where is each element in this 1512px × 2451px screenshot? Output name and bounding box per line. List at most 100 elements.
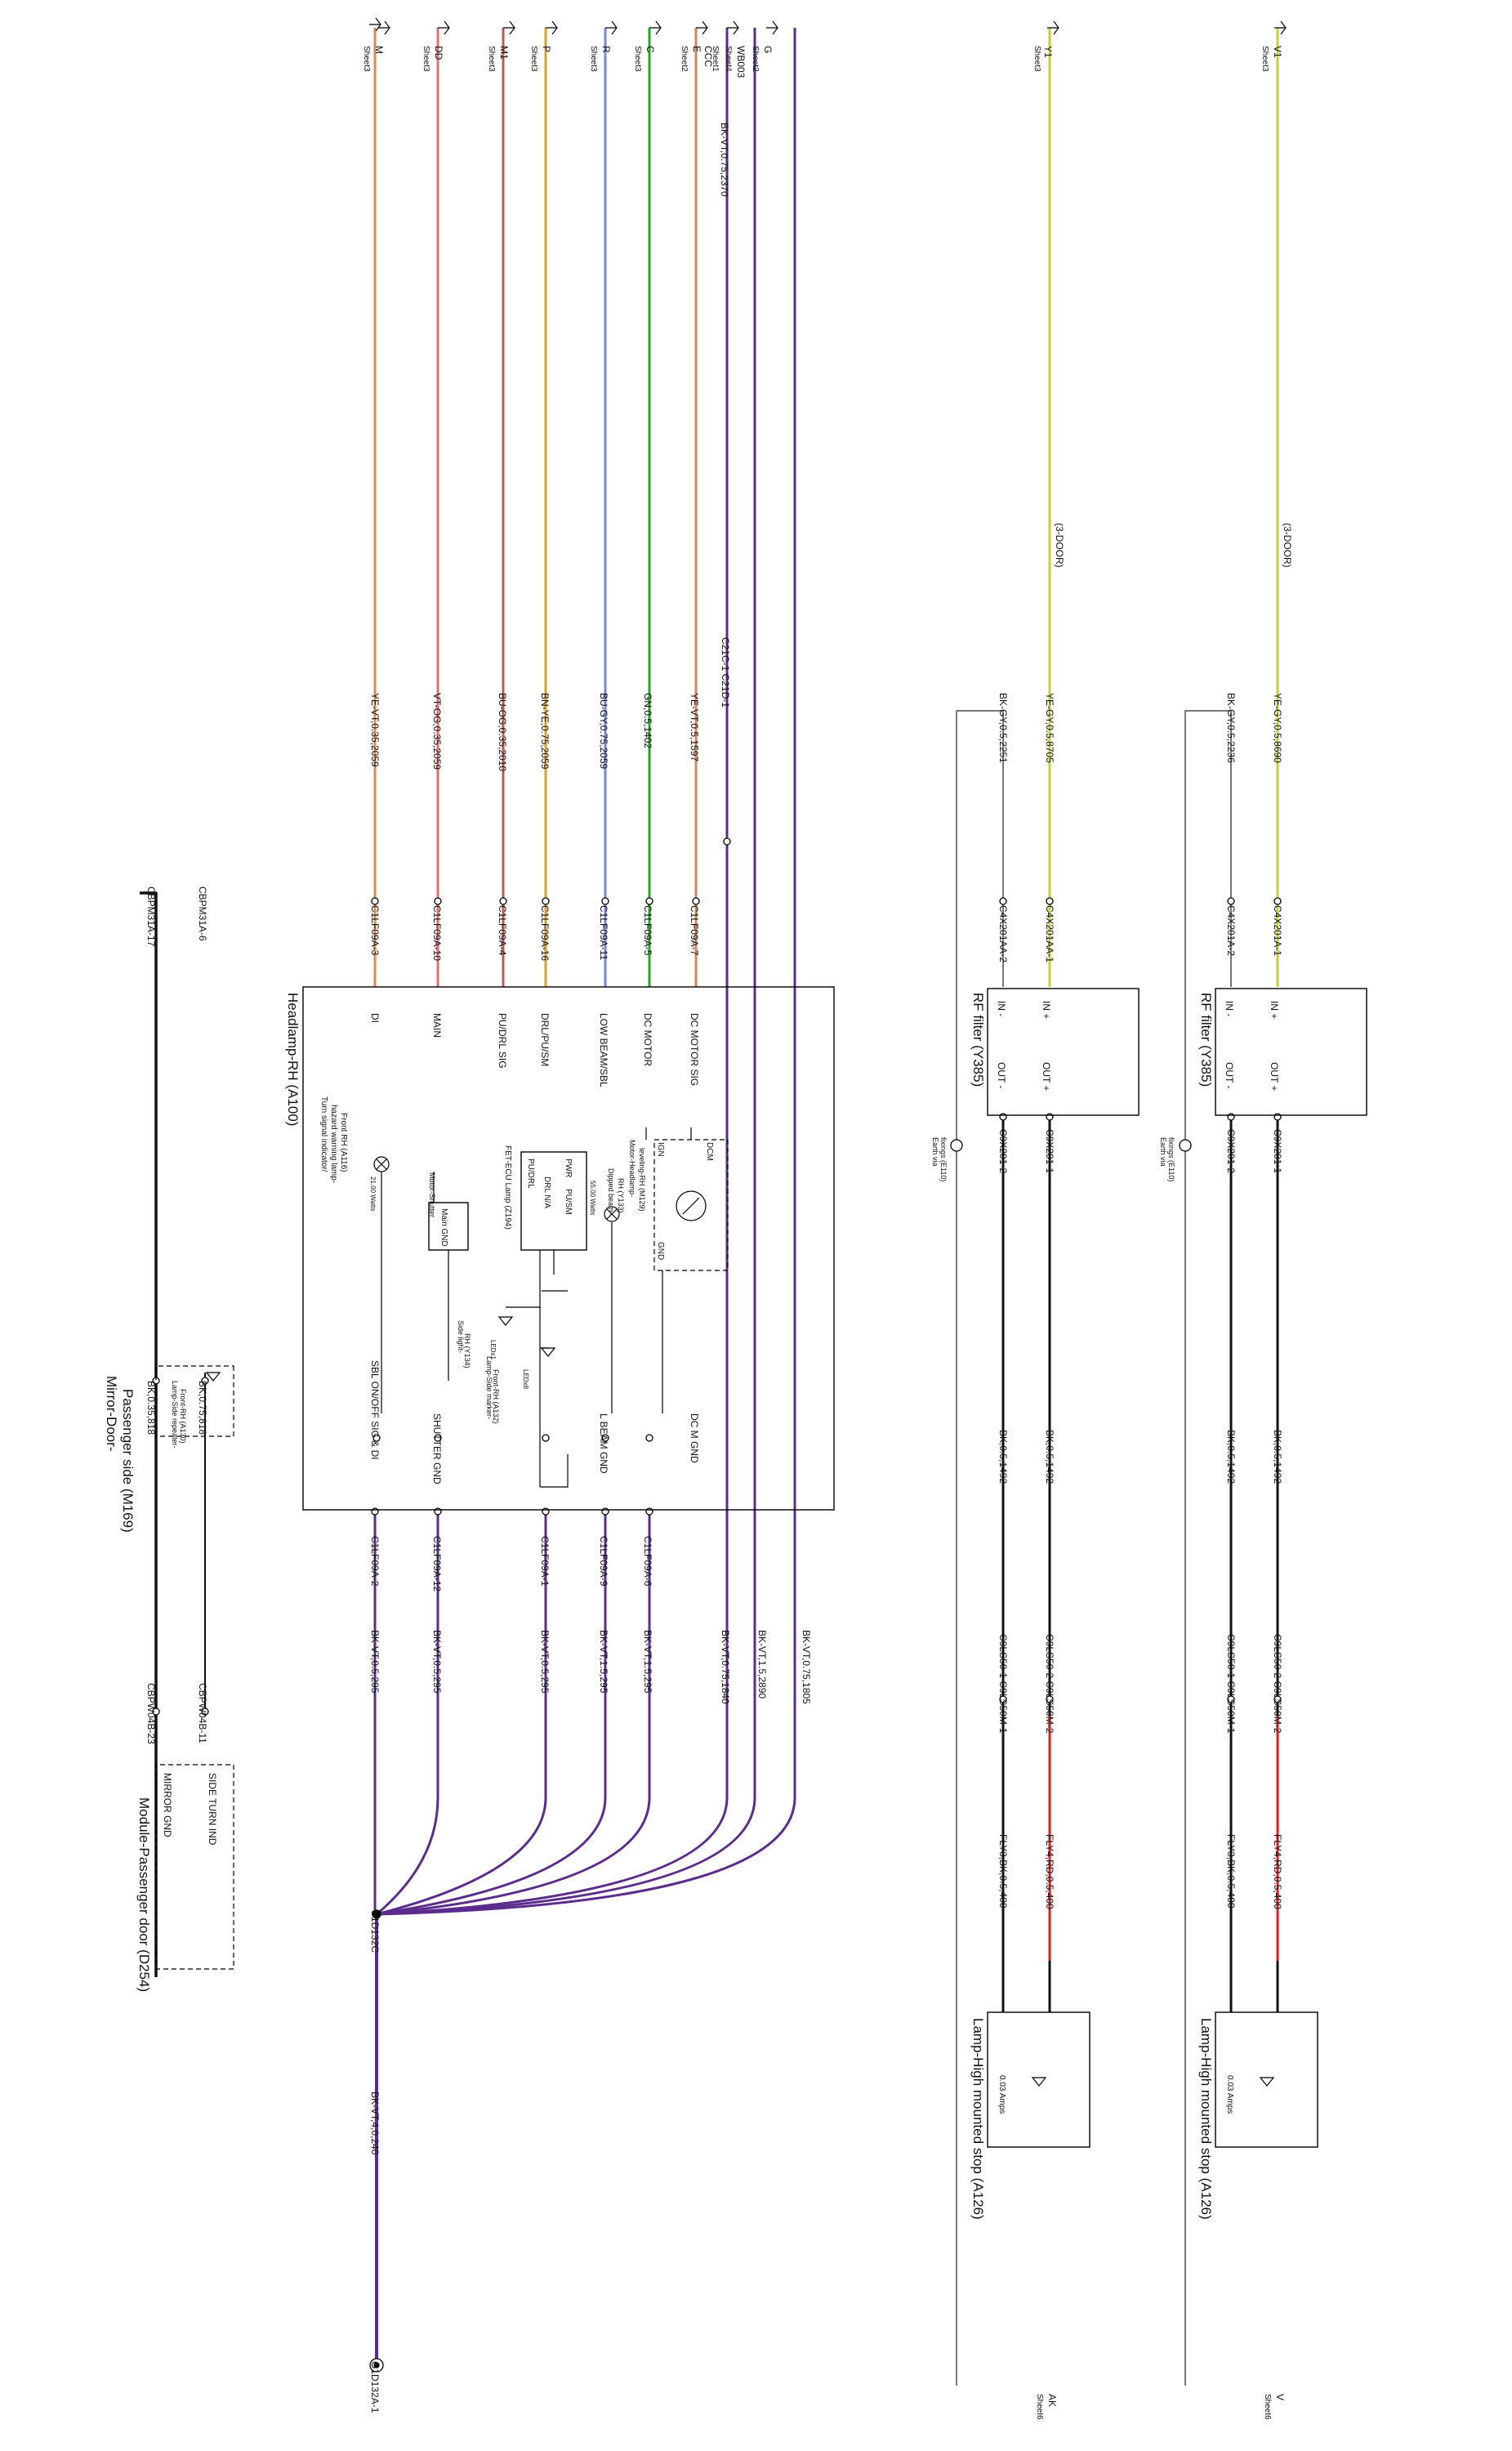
pin-dc-m-gnd: DC M GND — [689, 1413, 700, 1463]
rf-filter-v[interactable]: RF filter (Y385) IN + OUT + IN - OUT - E… — [1159, 988, 1367, 1909]
connector-label: C4X201A-2 — [1225, 905, 1237, 956]
note-three-door-y1: (3-DOOR) — [1054, 523, 1065, 568]
wire-label: BK-VT,0.5,295 — [369, 1630, 381, 1694]
splice-s1d — [372, 1909, 381, 1919]
wire-gnd-a9[interactable] — [376, 1511, 607, 1916]
wire-v1-gnd[interactable] — [1184, 710, 1232, 2386]
connector-pin — [601, 1434, 609, 1442]
wire-wb[interactable] — [376, 28, 756, 1916]
offsheet-ccc[interactable]: CCC — [702, 46, 714, 67]
connector-pin — [372, 1434, 381, 1442]
connector-label: C9X201-2 — [1225, 1129, 1237, 1173]
connector-c21: C21C-1 C21D-1 — [720, 637, 731, 708]
offsheet-signal: AK — [1046, 2394, 1058, 2407]
offsheet-signal: DD — [433, 46, 444, 60]
mirror-lamp-label: Front-RH (A130) — [179, 1389, 187, 1444]
connector-label: C9X201-2 — [997, 1129, 1009, 1173]
connector-label: CBPW04B-11 — [197, 1683, 208, 1743]
stop-lamp-y[interactable]: Lamp-High mounted stop (A126) 0.03 Amps — [970, 2011, 1091, 2220]
wires-layer — [140, 28, 1282, 2386]
connector-pin — [1227, 1695, 1235, 1703]
door-module-pin: SIDE TURN IND — [207, 1773, 218, 1846]
turn-watts: 21.00 Watts — [369, 1176, 377, 1211]
rf-pin: OUT - — [996, 1062, 1007, 1088]
offsheet-sheet: Sheet3 — [421, 46, 430, 72]
side-light-label: RH (Y134) — [463, 1333, 471, 1368]
wire-g[interactable] — [376, 28, 796, 1916]
levelling-motor: Motor-Headlamp- leveling-RH (M129) IGN G… — [628, 1139, 729, 1271]
stop-lamp-v[interactable]: Lamp-High mounted stop (A126) 0.03 Amps — [1198, 2011, 1318, 2220]
offsheet-right[interactable]: V Sheet6 AK Sheet6 — [1035, 2394, 1286, 2420]
fet-pin: PU/DRL — [526, 1159, 535, 1189]
offsheet-sheet: Sheet3 — [529, 46, 538, 72]
wire-label-y1-top: YE-GY,0.5,8705 — [1044, 693, 1055, 763]
connector-pin — [434, 897, 442, 905]
door-module[interactable]: Module-Passenger door (D254) MIRROR GND … — [136, 1683, 234, 1992]
lamp-title: Lamp-High mounted stop (A126) — [1198, 2018, 1214, 2220]
mirror-title: Passenger side (M169) — [120, 1389, 136, 1533]
wire-gnd-a1[interactable] — [376, 1511, 547, 1916]
wire-label: FLY4,RD,0.5,400 — [1044, 1834, 1055, 1909]
connector-pin — [542, 1434, 550, 1442]
offsheet-sheet: Sheet3 — [362, 46, 371, 72]
wire-label: BK,0.35,818 — [145, 1381, 157, 1435]
connector-pin — [1273, 1695, 1282, 1703]
mirror-door[interactable]: Mirror-Door- Passenger side (M169) Lamp-… — [104, 886, 234, 1533]
wire-label: FLY4,RD,0.5,400 — [1272, 1834, 1283, 1909]
connector-label: C9LS50-2 C9LS50M-2 — [1272, 1634, 1283, 1734]
offsheet-ccc-sheet[interactable]: Sheet1 — [711, 46, 720, 72]
connector-label: C1LF09A-10 — [431, 905, 443, 961]
wire-label: FLY3,BK,0.5,400 — [1225, 1834, 1237, 1909]
level-motor-pin: DCM — [705, 1142, 714, 1161]
headlamp-title: Headlamp-RH (A100) — [285, 993, 301, 1126]
offsheet-signal: CCC — [702, 46, 714, 67]
earth-y — [950, 1139, 963, 1152]
pin-di: DI — [369, 1013, 381, 1023]
offsheet-signal: R — [600, 46, 612, 53]
offsheet-signal: C — [644, 46, 656, 53]
connector-labels-top: C1LF09A-3 C1LF09A-10 C1LF09A-4 C1LF09A-1… — [369, 905, 1283, 962]
offsheet-signal: Y1 — [1042, 46, 1054, 58]
connector-label: C9LS50-1 C9LS50M-1 — [1225, 1634, 1237, 1734]
headlamp-rh[interactable]: Headlamp-RH (A100) DI MAIN PU/DRL SIG DR… — [285, 986, 835, 1511]
offsheet-arrows — [378, 20, 1287, 35]
ground-label: G1D132A-1 — [369, 2361, 381, 2413]
door-module-title: Module-Passenger door (D254) — [136, 1797, 152, 1992]
connector-pin — [1046, 1113, 1054, 1121]
offsheet-signal: G — [762, 46, 774, 53]
wire-gnd-a12[interactable] — [376, 1511, 439, 1916]
connector-pin — [999, 1695, 1007, 1703]
dipped-label: Dipped beam- — [607, 1168, 615, 1215]
wire-mirror-top[interactable] — [140, 891, 158, 1977]
wire-y1-gnd[interactable] — [956, 710, 1004, 2386]
rf-earth: fixings (E110) — [1167, 1137, 1175, 1181]
rf-pin: IN - — [1224, 1001, 1235, 1016]
offsheet-signal: M — [373, 46, 385, 54]
wire-ccc[interactable] — [376, 28, 729, 1916]
wire-label: BK-VT,1.5,295 — [598, 1630, 609, 1694]
wire-label-c: GN,0.5,1402 — [642, 693, 653, 748]
connector-pin — [723, 837, 731, 846]
wire-label-y1-gnd: BK-GY,0.5,2251 — [997, 693, 1009, 763]
pin-drl: DRL/PU/SM — [539, 1013, 551, 1066]
rf-filter-y[interactable]: RF filter (Y385) IN + OUT + IN - OUT - E… — [931, 988, 1140, 1909]
rf-title: RF filter (Y385) — [970, 993, 986, 1087]
wire-gnd-a6[interactable] — [376, 1511, 651, 1916]
connector-pin — [371, 897, 379, 905]
connector-pin — [371, 1507, 379, 1516]
side-marker-leds: LEDx8 — [522, 1369, 529, 1390]
